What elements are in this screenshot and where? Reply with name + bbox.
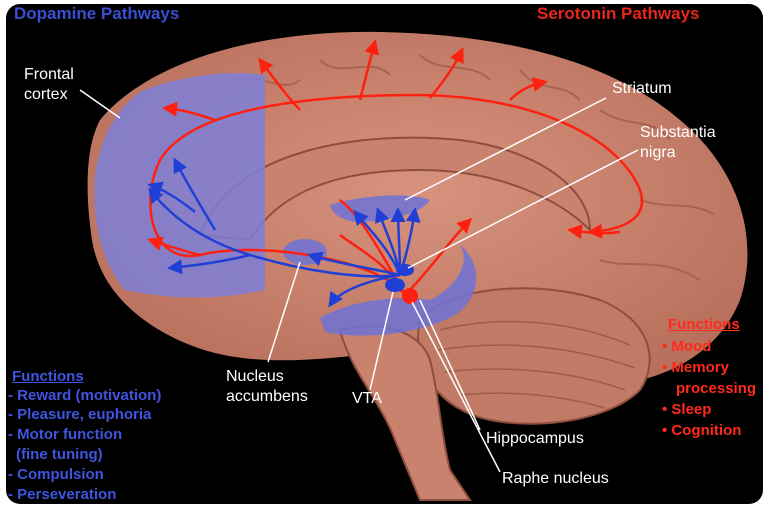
label-nucleus-accumbens-line2: accumbens	[226, 388, 308, 406]
label-frontal-cortex-line1: Frontal	[24, 66, 74, 84]
vta-node	[385, 278, 405, 292]
label-raphe-nucleus: Raphe nucleus	[502, 470, 609, 488]
label-nucleus-accumbens-line1: Nucleus	[226, 368, 284, 386]
serotonin-functions-title: Functions	[668, 316, 740, 333]
dopamine-function-item: - Compulsion	[8, 466, 104, 483]
label-vta: VTA	[352, 390, 382, 408]
serotonin-function-item: • Sleep	[662, 401, 711, 418]
serotonin-header: Serotonin Pathways	[537, 4, 699, 24]
dopamine-header: Dopamine Pathways	[14, 4, 179, 24]
serotonin-function-item: • Memory	[662, 359, 729, 376]
label-substantia-nigra-line2: nigra	[640, 144, 676, 162]
dopamine-function-item: - Motor function	[8, 426, 122, 443]
dopamine-function-item: - Pleasure, euphoria	[8, 406, 151, 423]
serotonin-function-item: • Cognition	[662, 422, 741, 439]
serotonin-function-item: processing	[676, 380, 756, 397]
label-hippocampus: Hippocampus	[486, 430, 584, 448]
serotonin-function-item: • Mood	[662, 338, 711, 355]
dopamine-function-item: - Reward (motivation)	[8, 387, 161, 404]
label-frontal-cortex-line2: cortex	[24, 86, 68, 104]
raphe-nucleus-node	[402, 288, 418, 304]
label-striatum: Striatum	[612, 80, 672, 98]
dopamine-functions-title: Functions	[12, 368, 84, 385]
dopamine-function-item: - Perseveration	[8, 486, 116, 503]
label-substantia-nigra-line1: Substantia	[640, 124, 716, 142]
dopamine-function-item: (fine tuning)	[16, 446, 103, 463]
